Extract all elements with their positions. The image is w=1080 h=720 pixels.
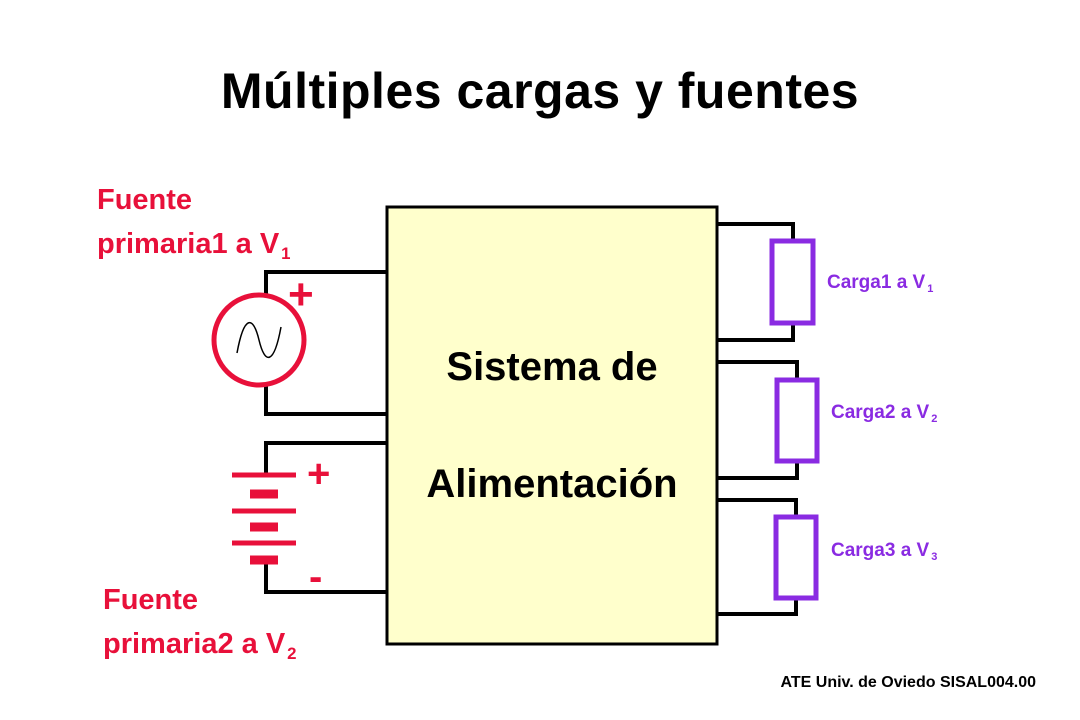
system-block-label-line2: Alimentación (426, 462, 678, 506)
footer-credit: ATE Univ. de Oviedo SISAL004.00 (780, 674, 1036, 691)
source2-plus-sign: + (307, 452, 331, 496)
load2-bottom-wire (717, 461, 799, 480)
page-title: Múltiples cargas y fuentes (220, 63, 860, 119)
load2-top-wire (717, 360, 799, 380)
source2-minus-sign: - (309, 555, 323, 599)
load1-resistor-icon (769, 238, 816, 326)
load3-resistor-icon (773, 514, 819, 601)
battery-icon (232, 472, 296, 565)
load2-resistor-icon (774, 377, 820, 464)
load1-bottom-wire (717, 323, 795, 342)
ac-source-icon (211, 292, 307, 388)
source1-top-wire (264, 270, 387, 300)
power-system-block (385, 205, 719, 646)
system-block-label-line1: Sistema de (446, 345, 658, 389)
load1-top-wire (717, 222, 795, 241)
source1-plus-sign: + (288, 270, 314, 319)
source2-top-wire (264, 441, 387, 475)
source-wires (264, 270, 387, 594)
load-wires (717, 222, 799, 616)
source1-label-line1: Fuente (97, 184, 193, 216)
load3-top-wire (717, 498, 798, 517)
load3-bottom-wire (717, 598, 798, 616)
source2-bottom-wire (264, 560, 387, 594)
source1-bottom-wire (264, 380, 387, 416)
source2-label-line1: Fuente (103, 584, 199, 616)
